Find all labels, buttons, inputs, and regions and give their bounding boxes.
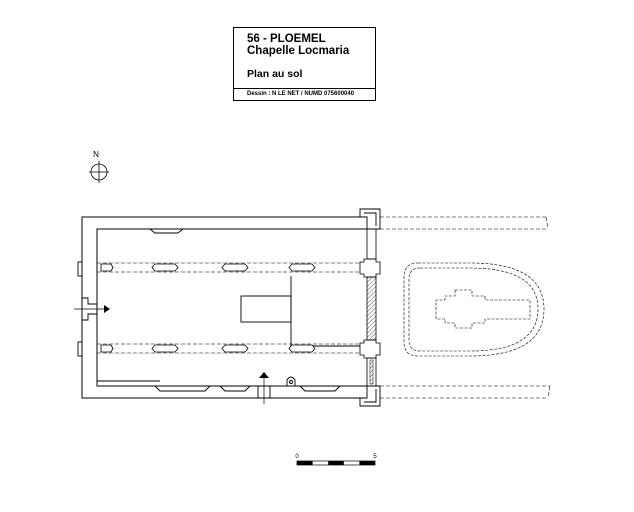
respond-north-west: [100, 263, 114, 272]
pillar-east-south: [359, 339, 381, 359]
scale-segment-3: [328, 461, 344, 465]
southeast-buttress-inner: [364, 389, 377, 403]
north-arrow: N: [89, 150, 109, 183]
former-choir-se-break: [547, 385, 551, 399]
east-wall-south-infill: [369, 359, 374, 385]
pillar-south-2: [221, 344, 249, 353]
cross-foundation: [435, 289, 531, 329]
north-window-splay: [149, 228, 184, 234]
west-entry-arrow: [104, 305, 110, 313]
scale-start-label: 0: [295, 454, 299, 460]
pillar-south-3: [288, 344, 316, 353]
pillar-north-1: [151, 263, 179, 272]
pillar-south-1: [151, 344, 179, 353]
east-wall-infill: [366, 276, 377, 341]
pillar-north-3: [288, 263, 316, 272]
sanctuary-step: [290, 276, 367, 347]
altar: [240, 295, 292, 323]
west-buttress-1: [77, 261, 83, 277]
title-block: 56 - PLOEMEL Chapelle Locmaria Plan au s…: [233, 27, 376, 101]
northeast-buttress-inner: [364, 212, 377, 226]
title-block-divider: [234, 88, 375, 89]
scale-segment-1: [297, 461, 313, 465]
south-window-splay-3: [299, 385, 341, 392]
apse-outer: [403, 262, 545, 357]
piscina-basin: [289, 380, 293, 384]
scale-end-label: 5: [373, 454, 377, 460]
west-door-jambs: [82, 297, 97, 321]
apse-inner: [408, 267, 539, 352]
north-label: N: [93, 150, 99, 159]
commune-title: 56 - PLOEMEL: [247, 33, 326, 45]
scale-segment-5: [359, 461, 375, 465]
northeast-buttress: [359, 208, 381, 230]
piscina-niche: [286, 376, 296, 386]
arcades: [97, 262, 367, 354]
building-name: Chapelle Locmaria: [247, 45, 350, 57]
east-wall-north-segment: [366, 228, 377, 260]
scale-bar: 0 5: [295, 454, 377, 466]
former-choir: [380, 216, 551, 399]
former-choir-ne-break: [545, 216, 549, 230]
south-entry-arrow: [259, 372, 269, 378]
nave-outer-wall: [81, 216, 368, 399]
pillars: [100, 258, 381, 359]
south-window-splay-1: [154, 385, 211, 392]
pillar-east-north: [359, 258, 381, 278]
east-wall-south-segment: [366, 357, 377, 387]
respond-south-west: [100, 344, 114, 353]
west-buttress-2: [77, 341, 83, 357]
southeast-buttress: [359, 385, 381, 407]
pillar-north-2: [221, 263, 249, 272]
nave-walls: [74, 208, 381, 407]
drawing-credit: Dessin : N LE NET / NUMD 075600040: [247, 91, 355, 97]
drawing-type: Plan au sol: [247, 68, 303, 80]
south-window-splay-2: [219, 385, 251, 392]
apse-outline: [403, 262, 545, 357]
